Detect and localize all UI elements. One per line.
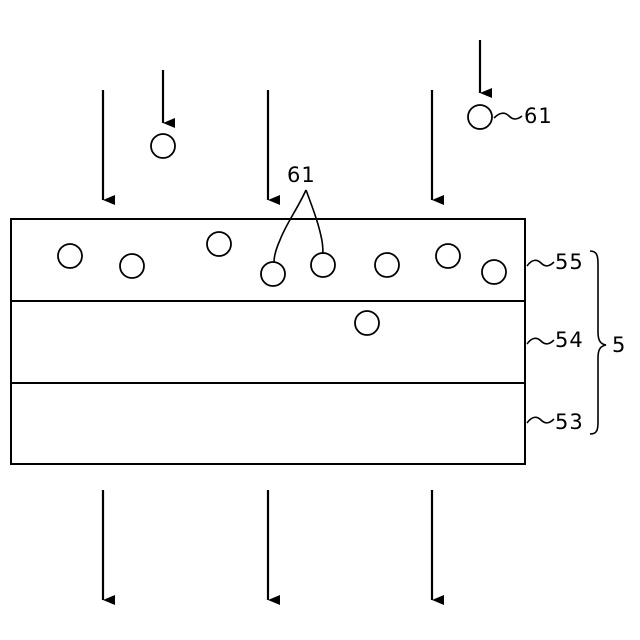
layer-53 — [11, 383, 525, 464]
layer-55-label: 55 — [555, 250, 584, 274]
particle — [468, 105, 492, 129]
particle — [120, 254, 144, 278]
embedded-particles — [58, 232, 506, 335]
free-particles — [151, 105, 492, 158]
particle — [261, 262, 285, 286]
stack-label: 5 — [612, 333, 626, 357]
layer-55 — [11, 219, 525, 301]
particle-ref-leader — [494, 113, 522, 119]
layer-stack — [11, 219, 525, 464]
layer-55-leader — [527, 260, 554, 266]
particle — [355, 311, 379, 335]
layer-54 — [11, 301, 525, 383]
layer-54-label: 54 — [555, 328, 584, 352]
particle-ref-leader-left — [274, 190, 306, 262]
stack-brace — [590, 251, 606, 434]
particle-ref-label-top: 61 — [524, 104, 553, 128]
particle — [58, 244, 82, 268]
particle-ref-label-mid: 61 — [287, 163, 316, 187]
particle — [207, 232, 231, 256]
particle — [482, 260, 506, 284]
particle — [151, 134, 175, 158]
particle-ref-leader-right — [306, 190, 323, 254]
layer-53-label: 53 — [555, 410, 584, 434]
layer-54-leader — [527, 338, 554, 344]
particle — [311, 253, 335, 277]
particle — [375, 253, 399, 277]
outgoing-arrows — [103, 490, 432, 600]
particle — [436, 244, 460, 268]
layer-53-leader — [527, 417, 554, 423]
